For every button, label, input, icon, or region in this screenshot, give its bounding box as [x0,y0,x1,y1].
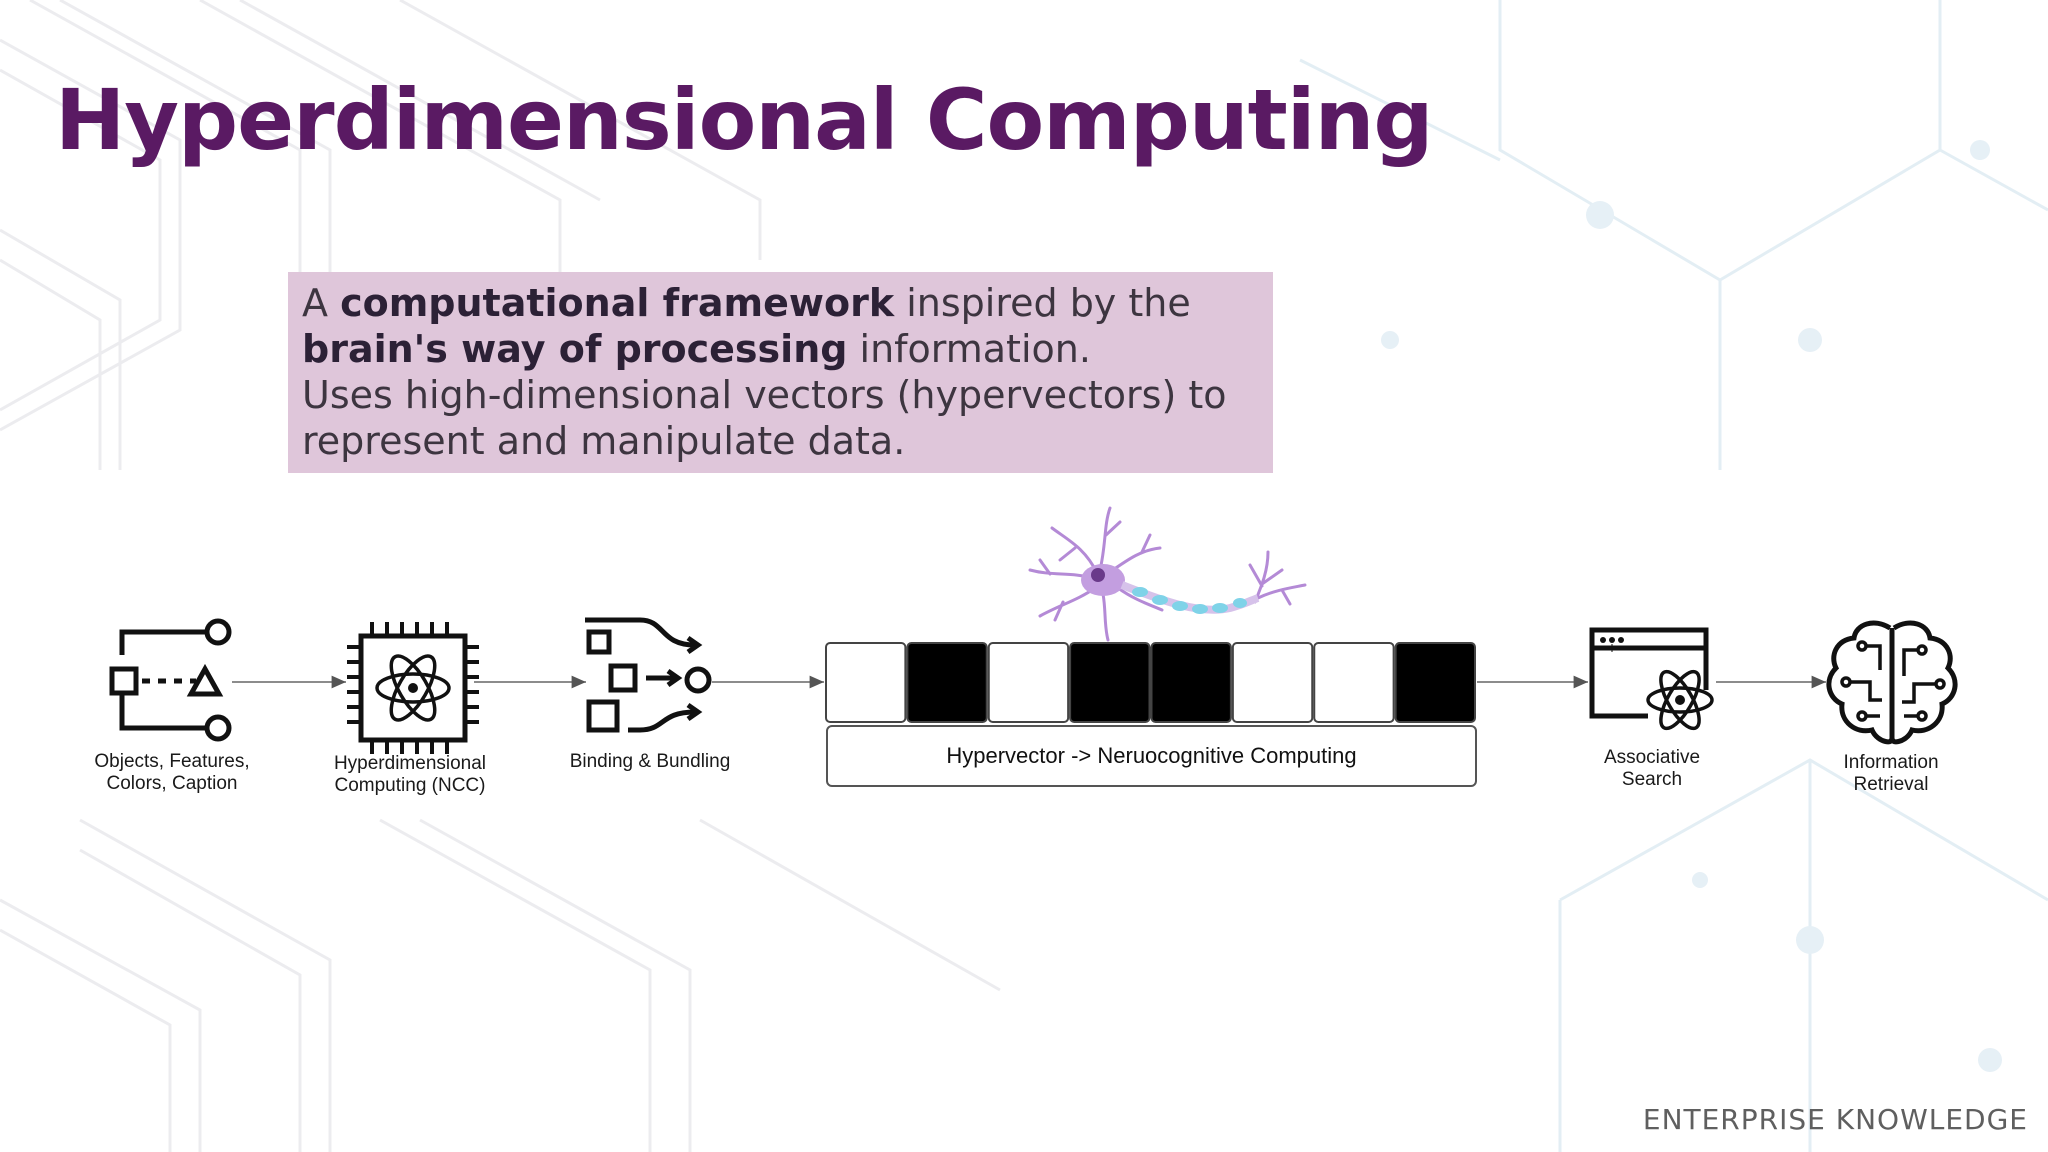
atom-browser-icon [1589,627,1714,731]
brand-footer: ENTERPRISE KNOWLEDGE [1642,1103,2028,1136]
callout-bold-brain: brain's way of processing [302,327,848,371]
definition-callout: A computational framework inspired by th… [288,272,1273,473]
hypervector-cell [1150,642,1232,723]
hypervector-cells [825,642,1476,723]
slide-title: Hyperdimensional Computing [55,71,1434,169]
hypervector-cell [1231,642,1314,723]
neuron-icon [1028,506,1307,642]
node-label-binding: Binding & Bundling [569,751,731,772]
atom-chip-icon [347,622,479,754]
callout-line-1: A computational framework inspired by th… [302,281,1191,325]
brain-circuit-icon [1826,620,1958,745]
node-label-assoc-search: Associative Search [1603,747,1701,790]
hypervector-cell [825,642,907,723]
binding-bundling-icon [585,617,712,733]
callout-line-2: brain's way of processing information. [302,327,1091,371]
hypervector-cell [906,642,988,723]
hypervector-cell [1394,642,1476,723]
node-label-info-retrieval: Information Retrieval [1843,752,1939,795]
hdc-flow-diagram [109,506,1958,754]
callout-bold-framework: computational framework [340,281,895,325]
node-label-objects: Objects, Features, Colors, Caption [94,751,250,794]
hypervector-cell [987,642,1070,723]
hypervector-label: Hypervector -> Neruocognitive Computing [826,725,1477,787]
browser-dots-icon [1600,637,1624,643]
callout-line-3: Uses high-dimensional vectors (hypervect… [302,373,1227,417]
node-label-ncc: Hyperdimensional Computing (NCC) [333,753,487,796]
hypervector-cell [1313,642,1395,723]
callout-line-4: represent and manipulate data. [302,419,906,463]
hypervector-cell [1069,642,1151,723]
shapes-flow-icon [109,618,232,742]
